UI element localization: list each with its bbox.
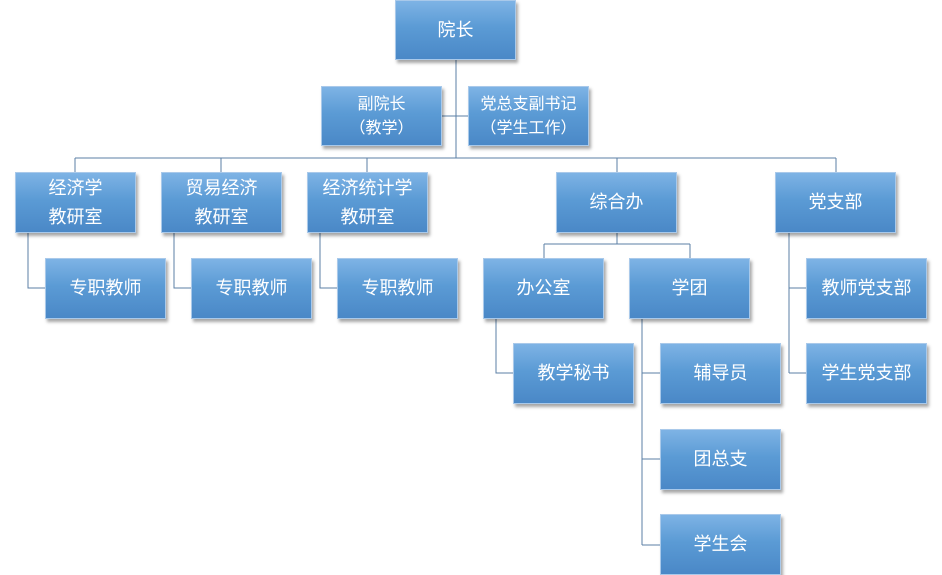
connector-line bbox=[27, 233, 45, 289]
statistics-teachers-box: 专职教师 bbox=[337, 258, 458, 319]
general-office-box: 综合办 bbox=[556, 172, 677, 233]
office-box: 办公室 bbox=[483, 258, 604, 319]
dean-box: 院长 bbox=[395, 0, 516, 60]
league-box: 学团 bbox=[629, 258, 750, 319]
student-union-box: 学生会 bbox=[660, 514, 781, 575]
connector-line bbox=[173, 233, 191, 289]
economics-office-box: 经济学 教研室 bbox=[15, 172, 136, 233]
student-party-branch-box: 学生党支部 bbox=[806, 343, 927, 404]
teaching-secretary-box: 教学秘书 bbox=[513, 343, 634, 404]
party-branch-box: 党支部 bbox=[775, 172, 896, 233]
party-deputy-secretary-box: 党总支副书记 （学生工作） bbox=[468, 86, 589, 146]
teacher-party-branch-box: 教师党支部 bbox=[806, 258, 927, 319]
youth-league-branch-box: 团总支 bbox=[660, 429, 781, 490]
connector-line bbox=[319, 233, 337, 289]
economic-statistics-office-box: 经济统计学 教研室 bbox=[307, 172, 428, 233]
trade-teachers-box: 专职教师 bbox=[191, 258, 312, 319]
connector-line bbox=[495, 319, 513, 374]
counselor-box: 辅导员 bbox=[660, 343, 781, 404]
vice-dean-box: 副院长 （教学） bbox=[321, 86, 442, 146]
economics-teachers-box: 专职教师 bbox=[45, 258, 166, 319]
trade-economics-office-box: 贸易经济 教研室 bbox=[161, 172, 282, 233]
